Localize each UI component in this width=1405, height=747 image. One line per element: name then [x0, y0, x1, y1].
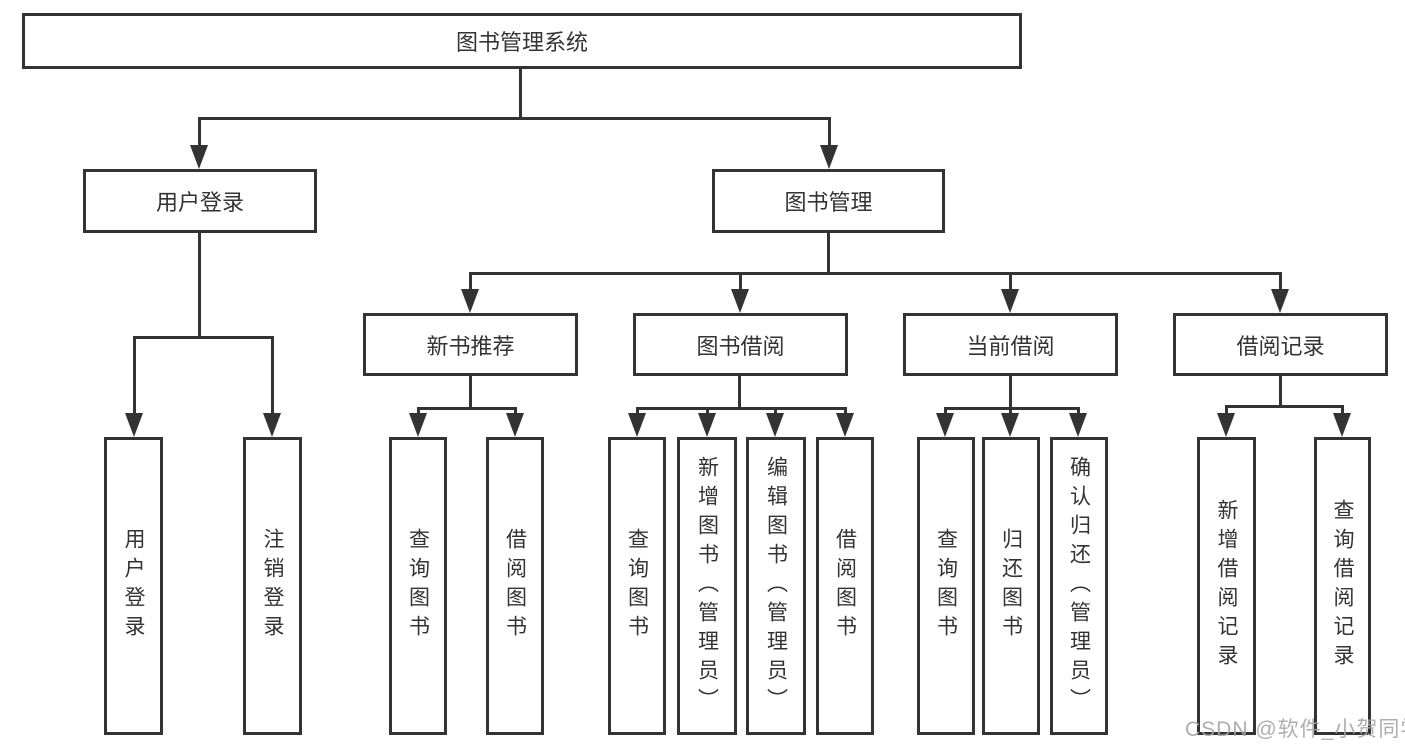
arrow-book-borrow: [731, 289, 749, 313]
connector-new-book-recommend-hline: [417, 407, 517, 410]
node-borrow-records: 借阅记录: [1173, 313, 1388, 376]
connector-borrow-records-stub: [1279, 376, 1282, 405]
arrow-new-book-recommend: [461, 289, 479, 313]
leaf-return-book: 归还图书: [982, 437, 1040, 735]
leaf-confirm-return-admin-label: 确认归还（管理员）: [1067, 455, 1091, 717]
connector-book-borrow-stub: [738, 376, 741, 407]
connector-current-borrow-stub: [1009, 376, 1012, 407]
connector-drop-return-book: [1009, 407, 1012, 415]
connector-drop-current-borrow: [1009, 272, 1012, 290]
leaf-confirm-return-admin: 确认归还（管理员）: [1050, 437, 1108, 735]
connector-level3-hline: [469, 272, 1282, 275]
node-new-book-recommend: 新书推荐: [363, 313, 578, 376]
connector-book-borrow-hline: [636, 407, 847, 410]
leaf-add-book-admin: 新增图书（管理员）: [677, 437, 737, 735]
node-user-login: 用户登录: [83, 169, 317, 233]
leaf-borrow-book: 借阅图书: [816, 437, 874, 735]
node-user-login-label: 用户登录: [155, 190, 244, 215]
connector-drop-borrow-book: [844, 407, 847, 415]
leaf-user-login-label: 用户登录: [122, 528, 145, 644]
connector-drop-query-record: [1341, 405, 1344, 415]
node-book-borrow: 图书借阅: [633, 313, 848, 376]
leaf-borrow-query-label: 查询图书: [625, 528, 649, 644]
node-new-book-recommend-label: 新书推荐: [426, 333, 515, 359]
leaf-add-borrow-record: 新增借阅记录: [1197, 437, 1256, 735]
connector-drop-new-book-recommend: [469, 272, 472, 290]
arrow-user-login: [190, 145, 208, 169]
leaf-user-login: 用户登录: [104, 437, 163, 735]
arrow-newbook-borrow: [506, 413, 524, 437]
connector-current-borrow-hline: [944, 407, 1080, 410]
arrow-query-record: [1333, 413, 1351, 437]
connector-borrow-records-hline: [1225, 405, 1344, 408]
connector-drop-leaf-user-login: [133, 336, 136, 414]
connector-drop-book-borrow: [739, 272, 742, 290]
leaf-edit-book-admin: 编辑图书（管理员）: [746, 437, 806, 735]
arrow-edit-book: [766, 413, 784, 437]
leaf-query-borrow-record: 查询借阅记录: [1314, 437, 1371, 735]
arrow-book-management: [820, 145, 838, 169]
node-book-borrow-label: 图书借阅: [696, 333, 785, 359]
arrow-add-book: [698, 413, 716, 437]
leaf-current-query-label: 查询图书: [934, 528, 958, 644]
connector-level1-hline: [198, 117, 831, 120]
arrow-add-record: [1217, 413, 1235, 437]
leaf-current-query: 查询图书: [917, 437, 975, 735]
connector-drop-confirm-return: [1077, 407, 1080, 415]
leaf-add-borrow-record-label: 新增借阅记录: [1215, 499, 1238, 673]
connector-drop-borrow-records: [1279, 272, 1282, 290]
connector-drop-current-query: [944, 407, 947, 415]
leaf-newbook-query: 查询图书: [389, 437, 447, 735]
connector-drop-newbook-query: [417, 407, 420, 415]
leaf-add-book-admin-label: 新增图书（管理员）: [695, 455, 719, 717]
csdn-watermark: CSDN @软件_小贺同学: [1185, 718, 1405, 741]
node-root-label: 图书管理系统: [455, 30, 588, 55]
arrow-leaf-logout: [263, 413, 281, 437]
connector-drop-user-login: [198, 117, 201, 148]
node-book-management-label: 图书管理: [784, 190, 873, 215]
leaf-borrow-query: 查询图书: [608, 437, 666, 735]
leaf-logout: 注销登录: [243, 437, 302, 735]
connector-drop-add-record: [1225, 405, 1228, 415]
node-current-borrow: 当前借阅: [903, 313, 1118, 376]
leaf-newbook-borrow: 借阅图书: [486, 437, 544, 735]
connector-drop-borrow-query: [636, 407, 639, 415]
connector-book-management-stub: [827, 233, 830, 272]
leaf-return-book-label: 归还图书: [999, 528, 1023, 644]
leaf-edit-book-admin-label: 编辑图书（管理员）: [764, 455, 788, 717]
arrow-borrow-book: [836, 413, 854, 437]
arrow-return-book: [1001, 413, 1019, 437]
arrow-newbook-query: [409, 413, 427, 437]
connector-user-login-stub: [198, 233, 201, 336]
connector-drop-edit-book: [774, 407, 777, 415]
arrow-borrow-query: [628, 413, 646, 437]
node-book-management: 图书管理: [712, 169, 945, 233]
leaf-query-borrow-record-label: 查询借阅记录: [1331, 499, 1354, 673]
leaf-borrow-book-label: 借阅图书: [833, 528, 857, 644]
leaf-newbook-query-label: 查询图书: [406, 528, 430, 644]
leaf-logout-label: 注销登录: [261, 528, 284, 644]
connector-user-login-hline: [133, 336, 274, 339]
arrow-borrow-records: [1271, 289, 1289, 313]
connector-root-stub: [519, 69, 522, 117]
arrow-current-query: [936, 413, 954, 437]
arrow-confirm-return: [1069, 413, 1087, 437]
node-root: 图书管理系统: [22, 13, 1022, 69]
connector-new-book-recommend-stub: [469, 376, 472, 407]
connector-drop-book-management: [828, 117, 831, 148]
leaf-newbook-borrow-label: 借阅图书: [503, 528, 527, 644]
arrow-current-borrow: [1001, 289, 1019, 313]
connector-drop-add-book: [706, 407, 709, 415]
node-current-borrow-label: 当前借阅: [966, 333, 1055, 359]
arrow-leaf-user-login: [125, 413, 143, 437]
connector-drop-leaf-logout: [271, 336, 274, 414]
node-borrow-records-label: 借阅记录: [1236, 333, 1325, 359]
connector-drop-newbook-borrow: [514, 407, 517, 415]
